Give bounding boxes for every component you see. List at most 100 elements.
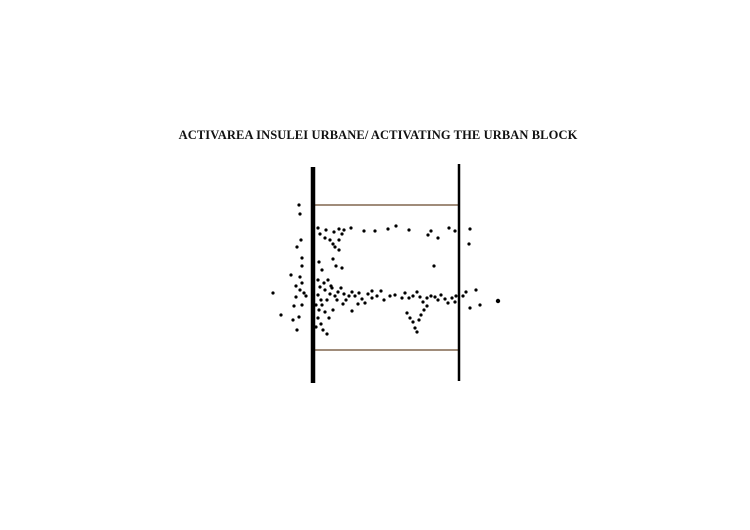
person-dot — [495, 298, 501, 304]
person-dot — [294, 284, 298, 288]
person-dot — [302, 291, 306, 295]
person-dot — [468, 227, 472, 231]
person-dot — [350, 309, 354, 313]
person-dot — [325, 332, 329, 336]
person-dot — [300, 256, 304, 260]
person-dot — [297, 203, 301, 207]
person-dot — [432, 264, 436, 268]
person-dot — [467, 242, 471, 246]
person-dot — [314, 303, 318, 307]
person-dot — [319, 298, 323, 302]
person-dot — [298, 275, 302, 279]
person-dot — [382, 298, 386, 302]
person-dot — [298, 212, 302, 216]
person-dot — [447, 226, 451, 230]
person-dot — [408, 316, 412, 320]
person-dot — [353, 294, 357, 298]
person-dot — [386, 227, 390, 231]
person-dot — [271, 291, 275, 295]
person-dot — [403, 291, 407, 295]
person-dot — [357, 291, 361, 295]
person-dot — [443, 297, 447, 301]
person-dot — [422, 308, 426, 312]
person-dot — [363, 301, 367, 305]
person-dot — [294, 295, 298, 299]
person-dot — [300, 303, 304, 307]
person-dot — [366, 292, 370, 296]
person-dot — [413, 326, 417, 330]
person-dot — [336, 290, 340, 294]
person-dot — [327, 316, 331, 320]
person-dot — [319, 322, 323, 326]
person-dot — [405, 311, 409, 315]
person-dot — [411, 294, 415, 298]
person-dot — [326, 278, 330, 282]
person-dot — [347, 294, 351, 298]
person-dot — [331, 242, 335, 246]
person-dot — [324, 228, 328, 232]
person-dot — [418, 295, 422, 299]
person-dot — [325, 298, 329, 302]
person-dot — [342, 228, 346, 232]
person-dot — [317, 260, 321, 264]
person-dot — [426, 233, 430, 237]
person-dot — [411, 320, 415, 324]
person-dot — [450, 296, 454, 300]
person-dot — [322, 281, 326, 285]
person-dot — [332, 230, 336, 234]
person-dot — [316, 293, 320, 297]
person-dot — [340, 266, 344, 270]
person-dot — [318, 285, 322, 289]
person-dot — [407, 296, 411, 300]
person-dot — [320, 268, 324, 272]
person-dot — [334, 264, 338, 268]
person-dot — [454, 294, 458, 298]
person-dot — [478, 303, 482, 307]
person-dot — [300, 281, 304, 285]
person-dot — [321, 328, 325, 332]
person-dot — [316, 226, 320, 230]
person-dot — [340, 232, 344, 236]
person-dot — [407, 228, 411, 232]
person-dot — [433, 295, 437, 299]
people-dots — [271, 203, 501, 336]
person-dot — [292, 304, 296, 308]
person-dot — [379, 289, 383, 293]
person-dot — [464, 290, 468, 294]
person-dot — [295, 245, 299, 249]
person-dot — [415, 330, 419, 334]
person-dot — [329, 284, 333, 288]
person-dot — [297, 315, 301, 319]
person-dot — [415, 290, 419, 294]
person-dot — [362, 229, 366, 233]
person-dot — [436, 298, 440, 302]
person-dot — [333, 245, 337, 249]
person-dot — [316, 278, 320, 282]
person-dot — [446, 301, 450, 305]
person-dot — [425, 304, 429, 308]
diagram-title: ACTIVAREA INSULEI URBANE/ ACTIVATING THE… — [178, 128, 578, 142]
person-dot — [356, 302, 360, 306]
person-dot — [304, 294, 308, 298]
person-dot — [295, 328, 299, 332]
person-dot — [333, 294, 337, 298]
person-dot — [388, 294, 392, 298]
person-dot — [337, 227, 341, 231]
person-dot — [337, 248, 341, 252]
person-dot — [375, 294, 379, 298]
person-dot — [328, 292, 332, 296]
person-dot — [323, 310, 327, 314]
person-dot — [339, 286, 343, 290]
person-dot — [360, 297, 364, 301]
person-dot — [289, 273, 293, 277]
person-dot — [291, 318, 295, 322]
person-dot — [453, 300, 457, 304]
person-dot — [439, 293, 443, 297]
person-dot — [331, 308, 335, 312]
person-dot — [400, 296, 404, 300]
person-dot — [373, 229, 377, 233]
person-dot — [421, 300, 425, 304]
person-dot — [350, 290, 354, 294]
